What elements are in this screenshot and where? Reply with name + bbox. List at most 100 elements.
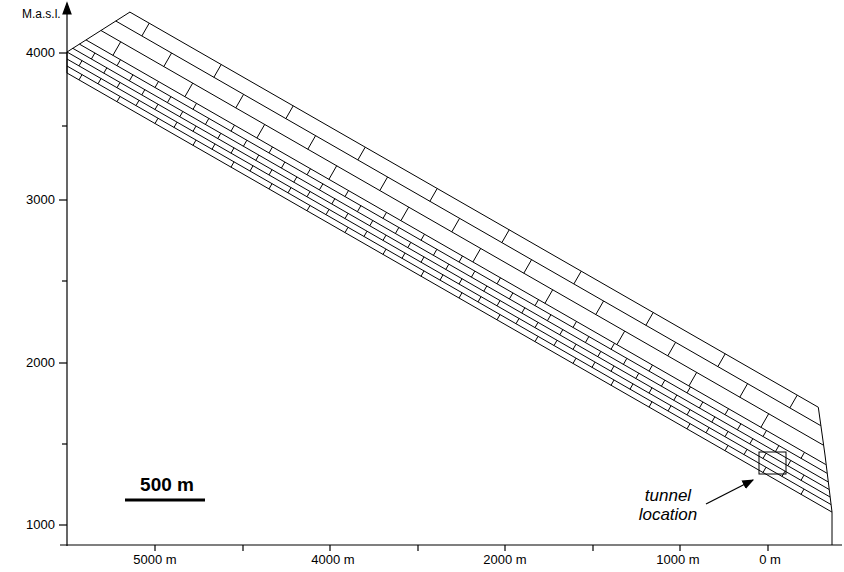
bedding-line — [73, 48, 828, 482]
bedding-line — [101, 30, 823, 445]
joint — [611, 380, 614, 385]
joint — [598, 351, 601, 356]
x-tick — [592, 545, 593, 551]
joint — [744, 449, 747, 454]
joint — [699, 402, 702, 408]
joint — [788, 460, 791, 465]
joint — [452, 218, 460, 232]
joint — [180, 111, 183, 116]
joint — [516, 318, 519, 323]
joint — [440, 275, 443, 280]
y-minor-tick — [62, 280, 67, 281]
joint — [421, 234, 424, 240]
y-tick-label: 1000 — [26, 518, 55, 532]
joint — [164, 53, 172, 67]
joint — [509, 293, 512, 299]
joint — [668, 406, 671, 411]
joint — [401, 207, 409, 221]
joint — [775, 446, 778, 452]
joint — [801, 475, 804, 480]
joint — [269, 147, 272, 153]
joint — [668, 342, 676, 356]
joint — [497, 301, 500, 306]
joint — [214, 65, 221, 78]
joint — [256, 155, 259, 160]
joint — [646, 312, 653, 325]
joint — [307, 191, 310, 196]
joint — [617, 331, 625, 345]
joint — [535, 300, 538, 306]
joint — [763, 467, 766, 472]
joint — [706, 428, 709, 433]
joint — [687, 387, 690, 393]
right-cliff — [818, 407, 832, 545]
joint — [689, 372, 697, 386]
joint — [395, 227, 398, 233]
joint — [383, 235, 386, 240]
y-major-tick — [59, 362, 67, 363]
joint — [484, 286, 487, 291]
joint — [288, 188, 291, 193]
joint — [611, 366, 614, 371]
joint — [623, 358, 626, 364]
joint — [497, 278, 500, 284]
joint — [117, 60, 120, 66]
joint — [585, 337, 588, 343]
joint — [357, 206, 360, 212]
joint — [218, 133, 221, 138]
joint — [326, 209, 329, 214]
joint — [231, 162, 234, 167]
joint — [801, 452, 804, 458]
joint — [421, 257, 424, 262]
joint — [113, 42, 121, 56]
joint — [750, 439, 753, 444]
x-tick-label: 4000 m — [311, 553, 354, 567]
joint — [243, 140, 246, 146]
joint — [592, 362, 595, 367]
joint — [687, 424, 690, 429]
x-tick — [242, 545, 243, 551]
joint — [383, 249, 386, 254]
bedding-line — [67, 73, 832, 512]
joint — [129, 75, 132, 81]
x-tick — [329, 545, 330, 551]
joint — [725, 409, 728, 415]
joint — [329, 166, 337, 180]
joint — [364, 231, 367, 236]
x-tick — [679, 545, 680, 551]
joint — [459, 279, 462, 284]
joint — [307, 169, 310, 175]
bedding-line — [67, 66, 831, 505]
joint — [155, 118, 158, 123]
joint — [408, 242, 411, 247]
tunnel-box — [759, 452, 786, 474]
bedding-line — [116, 21, 821, 426]
joint — [193, 103, 196, 109]
joint — [725, 431, 728, 436]
joint — [167, 97, 170, 103]
joint — [185, 83, 193, 97]
joint — [535, 336, 538, 341]
joint — [136, 100, 139, 105]
joint — [286, 106, 293, 119]
joint — [547, 315, 550, 321]
joint — [91, 53, 94, 59]
joint — [718, 354, 725, 367]
bedding-line — [86, 40, 826, 465]
joint — [142, 90, 145, 95]
scale-label: 500 m — [140, 475, 194, 496]
joint — [478, 297, 481, 302]
x-tick — [417, 545, 418, 551]
y-minor-tick — [62, 443, 67, 444]
x-tick-label: 1000 m — [656, 553, 699, 567]
joint — [79, 75, 82, 80]
joint — [502, 230, 509, 243]
joint — [433, 249, 436, 255]
joint — [332, 199, 335, 204]
joint — [236, 94, 244, 108]
joint — [117, 82, 120, 87]
joint — [761, 414, 769, 428]
joint — [294, 177, 297, 182]
x-axis — [60, 544, 842, 545]
